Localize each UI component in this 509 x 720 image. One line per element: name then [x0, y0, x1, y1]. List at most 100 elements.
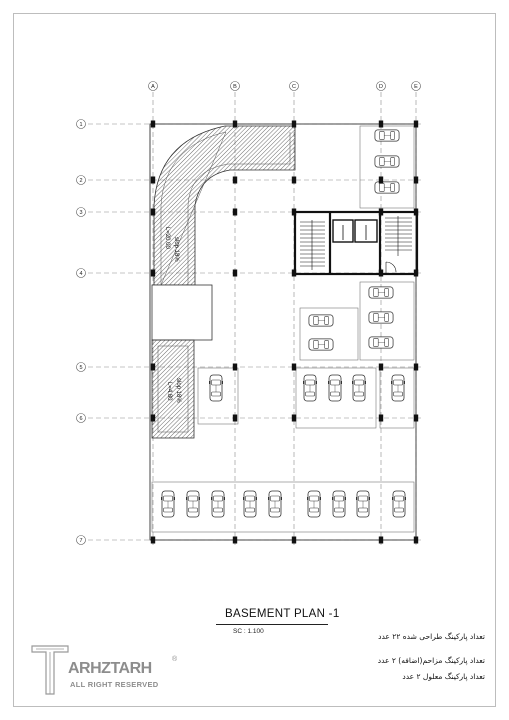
- plan-scale: SC : 1.100: [233, 628, 264, 635]
- structural-columns: [150, 120, 419, 544]
- structural-column: [291, 269, 297, 277]
- title-underline: [216, 624, 328, 625]
- grid-label-row: 2: [79, 178, 82, 184]
- parked-car: [209, 374, 223, 402]
- parked-car: [303, 374, 317, 402]
- ramp-upper-length: L=20.00: [164, 227, 170, 250]
- structural-column: [413, 269, 419, 277]
- structural-column: [232, 363, 238, 371]
- structural-column: [413, 208, 419, 216]
- structural-column: [378, 363, 384, 371]
- parked-car: [308, 314, 334, 327]
- grid-label-row: 3: [79, 210, 82, 216]
- note-designed-parking: تعداد پارکینگ طراحی شده ۲۲ عدد: [378, 632, 485, 641]
- parked-car: [374, 129, 400, 142]
- grid-bubble-row: [76, 413, 86, 423]
- structural-column: [291, 176, 297, 184]
- structural-column: [378, 414, 384, 422]
- structural-column: [413, 120, 419, 128]
- parked-car: [308, 338, 334, 351]
- structural-column: [232, 414, 238, 422]
- parked-car: [368, 311, 394, 324]
- grid-bubble-row: [76, 362, 86, 372]
- parked-car: [392, 490, 406, 518]
- grid-label-row: 7: [79, 538, 82, 544]
- company-logo: ARHZTARH ALL RIGHT RESERVED ®: [30, 640, 180, 696]
- structural-column: [378, 269, 384, 277]
- parked-car: [391, 374, 405, 402]
- structural-column: [378, 120, 384, 128]
- structural-column: [291, 536, 297, 544]
- note-extra-parking: تعداد پارکینگ مزاحم(اضافه) ۲ عدد: [377, 656, 485, 665]
- registered-mark: ®: [172, 656, 178, 663]
- structural-column: [150, 536, 156, 544]
- grid-bubble-row: [76, 268, 86, 278]
- parked-car: [307, 490, 321, 518]
- structural-column: [378, 536, 384, 544]
- parked-car: [374, 155, 400, 168]
- parked-car: [328, 374, 342, 402]
- structural-column: [232, 269, 238, 277]
- structural-column: [150, 120, 156, 128]
- grid-bubble-row: [76, 175, 86, 185]
- plan-title: BASEMENT PLAN -1: [225, 608, 340, 620]
- structural-column: [378, 208, 384, 216]
- structural-column: [232, 176, 238, 184]
- parked-car: [243, 490, 257, 518]
- parked-car: [211, 490, 225, 518]
- grid-label-col: D: [379, 84, 383, 90]
- grid-bubble-col: [148, 81, 158, 91]
- grid-label-row: 1: [79, 122, 82, 128]
- stair-core: [293, 210, 419, 276]
- parked-car: [356, 490, 370, 518]
- grid-label-row: 5: [79, 365, 82, 371]
- structural-column: [413, 363, 419, 371]
- structural-column: [150, 176, 156, 184]
- grid-label-col: B: [233, 84, 237, 90]
- grid-bubble-row: [76, 535, 86, 545]
- structural-column: [232, 208, 238, 216]
- structural-column: [291, 414, 297, 422]
- grid-label-row: 4: [79, 271, 82, 277]
- parked-car: [352, 374, 366, 402]
- logo-name: ARHZTARH: [68, 660, 152, 677]
- grid-bubble-col: [230, 81, 240, 91]
- structural-column: [232, 536, 238, 544]
- ramp-upper: [153, 125, 296, 286]
- parked-car: [332, 490, 346, 518]
- structural-column: [150, 414, 156, 422]
- grid-bubble-col: [289, 81, 299, 91]
- grid-bubbles: A B C D E 1 2 3 4 5 6 7: [76, 81, 421, 545]
- grid-label-col: C: [292, 84, 296, 90]
- grid-label-col: A: [151, 84, 155, 90]
- parking-bays: [151, 125, 415, 533]
- grid-label-row: 6: [79, 416, 82, 422]
- logo-tagline: ALL RIGHT RESERVED: [70, 680, 159, 689]
- grid-bubble-col: [411, 81, 421, 91]
- parked-car: [374, 181, 400, 194]
- note-disabled-parking: تعداد پارکینگ معلول ۲ عدد: [402, 672, 485, 681]
- sheet-border: [13, 13, 496, 707]
- ramp-upper-slope: slop 18%: [173, 237, 179, 262]
- grid-bubble-col: [376, 81, 386, 91]
- ramp-lower-length: L=4.80: [166, 382, 172, 401]
- structural-column: [291, 208, 297, 216]
- structural-column: [232, 120, 238, 128]
- structural-column: [150, 363, 156, 371]
- parked-car: [161, 490, 175, 518]
- parked-car: [368, 286, 394, 299]
- parked-car: [368, 336, 394, 349]
- structural-column: [150, 208, 156, 216]
- grid-bubble-row: [76, 207, 86, 217]
- parked-car: [268, 490, 282, 518]
- structural-column: [413, 536, 419, 544]
- parked-car: [186, 490, 200, 518]
- ramp-lower: [151, 339, 195, 439]
- grid-label-col: E: [414, 84, 418, 90]
- structural-column: [413, 176, 419, 184]
- structural-column: [378, 176, 384, 184]
- structural-column: [150, 269, 156, 277]
- structural-column: [291, 120, 297, 128]
- grid-bubble-row: [76, 119, 86, 129]
